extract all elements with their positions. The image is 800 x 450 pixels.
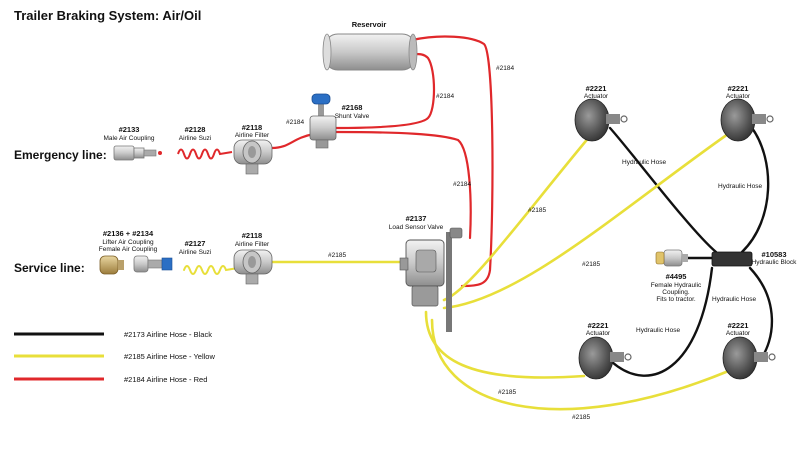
hydraulic-hose-tl: [608, 126, 718, 254]
female-hydraulic-name2: Coupling.: [662, 289, 690, 296]
red-hoses: [270, 35, 494, 288]
red-suzi-coil: [177, 148, 233, 160]
legend: #2173 Airline Hose - Black #2185 Airline…: [14, 330, 215, 384]
airline-filter-service: [233, 249, 273, 285]
male-coupling-part: #2133: [119, 125, 140, 134]
shunt-valve-part: #2168: [342, 103, 363, 112]
hydraulic-block: [711, 251, 753, 267]
female-hydraulic-name1: Female Hydraulic: [651, 282, 702, 289]
load-sensor-part: #2137: [406, 214, 427, 223]
hydraulic-hose-tr: [740, 126, 770, 254]
actuator-tr-name: Actuator: [726, 93, 751, 100]
reservoir-label: Reservoir: [352, 20, 387, 29]
lifter-coupling-name1: Lifter Air Coupling: [102, 239, 154, 246]
yellow-hoses: [183, 132, 730, 411]
hose-label-yellow-4: #2185: [572, 414, 590, 421]
hydraulic-hoses: [608, 126, 774, 377]
suzi-emergency-part: #2128: [185, 125, 206, 134]
hydraulic-block-part: #10583: [761, 250, 786, 259]
hose-label-hydraulic-3: Hydraulic Hose: [712, 296, 756, 303]
shunt-valve-name: Shunt Valve: [335, 113, 370, 120]
reservoir: [322, 33, 418, 71]
yellow-hose-to-actuator-tl: [442, 134, 592, 302]
yellow-hose-to-actuator-bl: [424, 310, 586, 379]
suzi-emergency-name: Airline Suzi: [179, 135, 212, 142]
male-air-coupling: [113, 145, 162, 161]
hose-label-hydraulic-2: Hydraulic Hose: [718, 183, 762, 190]
airline-filter-emergency: [233, 139, 273, 175]
hydraulic-hose-bl: [610, 266, 714, 377]
filter-service-part: #2118: [242, 231, 262, 240]
yellow-suzi-service: [183, 265, 239, 275]
hose-label-yellow-1: #2185: [528, 207, 546, 214]
shunt-valve: [309, 93, 337, 149]
hose-label-red-2: #2184: [436, 93, 454, 100]
red-hose-shunt-to-reservoir: [333, 52, 436, 130]
actuator-tr-part: #2221: [728, 84, 749, 93]
lifter-air-coupling: [99, 255, 173, 275]
filter-service-name: Airline Filter: [235, 241, 270, 248]
actuator-br-name: Actuator: [726, 330, 751, 337]
hydraulic-block-name: Hydraulic Block: [752, 259, 798, 266]
filter-emergency-name: Airline Filter: [235, 132, 270, 139]
actuator-br-part: #2221: [728, 321, 749, 330]
actuator-top-right: [720, 98, 774, 142]
yellow-hose-to-actuator-tr: [442, 132, 730, 310]
hose-label-yellow-3: #2185: [498, 389, 516, 396]
emergency-line-label: Emergency line:: [14, 148, 107, 162]
male-coupling-name: Male Air Coupling: [104, 135, 155, 142]
hose-label-red-4: #2184: [453, 181, 471, 188]
lifter-coupling-part: #2136 + #2134: [103, 229, 154, 238]
red-hose-filter-to-shunt: [270, 132, 316, 150]
actuator-tl-part: #2221: [586, 84, 607, 93]
legend-label-yellow: #2185 Airline Hose - Yellow: [124, 352, 215, 361]
actuator-bottom-left: [578, 336, 632, 380]
female-hydraulic-coupling: [655, 249, 688, 267]
service-line-label: Service line:: [14, 261, 85, 275]
female-hydraulic-name3: Fits to tractor.: [656, 296, 696, 303]
load-sensor-valve: [399, 227, 463, 332]
actuator-bottom-right: [722, 336, 776, 380]
hose-label-red-3: #2184: [496, 65, 514, 72]
suzi-service-part: #2127: [185, 239, 206, 248]
diagram-title: Trailer Braking System: Air/Oil: [14, 8, 201, 23]
female-hydraulic-part: #4495: [666, 272, 687, 281]
hose-label-yellow-2: #2185: [582, 261, 600, 268]
hose-label-hydraulic-4: Hydraulic Hose: [636, 327, 680, 334]
hose-label-hydraulic-1: Hydraulic Hose: [622, 159, 666, 166]
actuator-top-left: [574, 98, 628, 142]
suzi-service-name: Airline Suzi: [179, 249, 212, 256]
lifter-coupling-name2: Female Air Coupling: [99, 246, 158, 253]
legend-label-red: #2184 Airline Hose - Red: [124, 375, 207, 384]
red-hose-reservoir-to-valve: [410, 35, 494, 288]
load-sensor-name: Load Sensor Valve: [389, 224, 444, 231]
hose-label-yellow-service: #2185: [328, 252, 346, 259]
actuator-tl-name: Actuator: [584, 93, 609, 100]
hose-label-red-1: #2184: [286, 119, 304, 126]
actuator-bl-part: #2221: [588, 321, 609, 330]
yellow-hose-to-actuator-br: [430, 318, 728, 411]
actuator-bl-name: Actuator: [586, 330, 611, 337]
legend-label-black: #2173 Airline Hose - Black: [124, 330, 212, 339]
red-hose-shunt-to-valve: [334, 130, 472, 240]
filter-emergency-part: #2118: [242, 123, 262, 132]
